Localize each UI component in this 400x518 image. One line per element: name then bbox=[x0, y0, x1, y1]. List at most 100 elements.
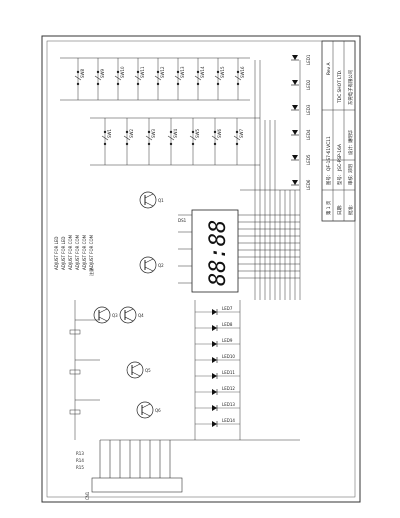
switch-label: SW16 bbox=[240, 66, 245, 78]
led-label: LED3 bbox=[306, 104, 311, 115]
led-label: LED8 bbox=[222, 322, 233, 327]
transistor-q2: Q2 bbox=[139, 256, 164, 274]
led-led7: LED7 bbox=[195, 306, 240, 315]
switch-sw14: SW14 bbox=[194, 58, 205, 100]
led-led12: LED12 bbox=[195, 386, 240, 395]
led-label: LED12 bbox=[222, 386, 235, 391]
approved-label: 批准: bbox=[347, 205, 354, 215]
drawing-no-label: 图号: bbox=[326, 175, 332, 185]
drawing-no-value: QF-1S7-61VC11 bbox=[326, 136, 332, 171]
company-en: TDC SHOT LTD. bbox=[337, 70, 343, 104]
switch-sw5: SW5 bbox=[189, 118, 200, 165]
switch-label: SW5 bbox=[195, 129, 200, 138]
led-label: LED11 bbox=[222, 370, 235, 375]
led-led8: LED8 bbox=[195, 322, 240, 331]
led-led5: LED5 bbox=[291, 154, 311, 165]
switch-label: SW3 bbox=[151, 129, 156, 138]
switch-sw16: SW16 bbox=[234, 58, 245, 100]
mid-switch-group: SW1 SW2 SW3 SW4 SW5 SW6 SW7 bbox=[101, 118, 244, 165]
date-label: 日期: bbox=[337, 205, 343, 215]
company-name: 东莞电子有限公司 bbox=[347, 70, 354, 105]
top-switch-row bbox=[60, 57, 250, 101]
led-led6: LED6 bbox=[291, 179, 311, 190]
led-label: LED13 bbox=[222, 402, 235, 407]
led-led14: LED14 bbox=[195, 418, 240, 427]
switch-label: SW7 bbox=[239, 129, 244, 138]
mid-switch-row bbox=[90, 117, 260, 166]
transistor-q1: Q1 bbox=[139, 191, 164, 209]
led-label: LED2 bbox=[306, 79, 311, 90]
led-led9: LED9 bbox=[195, 338, 240, 347]
transistor-label: Q2 bbox=[158, 263, 164, 268]
transistor-label: Q3 bbox=[112, 313, 118, 318]
note-line: ADJUST FOR LED bbox=[61, 236, 66, 270]
led-led2: LED2 bbox=[291, 79, 311, 90]
display-ref: DS1 bbox=[178, 218, 187, 223]
model-value: JSC-PSP-16A bbox=[337, 144, 343, 172]
switch-sw4: SW4 bbox=[167, 118, 178, 165]
lower-led-bus bbox=[194, 300, 241, 440]
note-tag: 注意 bbox=[88, 268, 94, 276]
led-led13: LED13 bbox=[195, 402, 240, 411]
resistor-ref: R14 bbox=[76, 458, 84, 463]
led-label: LED9 bbox=[222, 338, 233, 343]
switch-sw8: SW8 bbox=[74, 58, 85, 100]
bottom-connector bbox=[91, 439, 300, 493]
led-led3: LED3 bbox=[291, 104, 311, 115]
drawn-label: 设计: bbox=[347, 145, 354, 155]
model-label: 型号: bbox=[336, 175, 343, 185]
note-line: ADJUST FOR COM bbox=[75, 234, 80, 270]
switch-sw15: SW15 bbox=[214, 58, 225, 100]
transistor-label: Q6 bbox=[155, 408, 161, 413]
resistor-ref: R13 bbox=[76, 451, 84, 456]
switch-label: SW6 bbox=[217, 129, 222, 138]
led-label: LED1 bbox=[306, 54, 311, 65]
sheet-inner-border bbox=[46, 40, 356, 498]
led-led1: LED1 bbox=[291, 54, 311, 65]
note-line: ADJUST FOR LED bbox=[54, 236, 59, 270]
drawn-value: 谢明华 bbox=[347, 129, 354, 143]
led-led4: LED4 bbox=[291, 129, 311, 140]
note-line: ADJUST FOR COM bbox=[82, 234, 87, 270]
display-module: 88:88 DS1 bbox=[178, 209, 300, 293]
switch-sw6: SW6 bbox=[211, 118, 222, 165]
led-label: LED5 bbox=[306, 154, 311, 165]
transistor-q5: Q5 bbox=[126, 361, 151, 379]
display-digits: 88:88 bbox=[206, 220, 231, 286]
switch-sw1: SW1 bbox=[101, 118, 112, 165]
left-resistor-network bbox=[69, 300, 100, 440]
note-line: ADJUST FOR COM bbox=[68, 234, 73, 270]
checked-label: 审核: bbox=[347, 175, 354, 185]
switch-label: SW1 bbox=[107, 129, 112, 138]
led-label: LED4 bbox=[306, 129, 311, 140]
transistor-q3: Q3 bbox=[93, 306, 118, 324]
switch-label: SW9 bbox=[100, 69, 105, 78]
switch-label: SW14 bbox=[200, 66, 205, 78]
transistor-label: Q4 bbox=[138, 313, 144, 318]
switch-sw3: SW3 bbox=[145, 118, 156, 165]
switch-sw10: SW10 bbox=[114, 58, 125, 100]
note-line: ADJUST FOR COM bbox=[89, 234, 94, 270]
switch-label: SW10 bbox=[120, 66, 125, 78]
sheet-border bbox=[41, 35, 361, 503]
led-label: LED14 bbox=[222, 418, 235, 423]
switch-label: SW4 bbox=[173, 129, 178, 138]
transistor-q4: Q4 bbox=[119, 306, 144, 324]
connector-ref: CN1 bbox=[85, 491, 90, 500]
page-label: 第 1 页 bbox=[325, 200, 332, 215]
transistor-label: Q5 bbox=[145, 368, 151, 373]
switch-label: SW11 bbox=[140, 66, 145, 78]
switch-sw2: SW2 bbox=[123, 118, 134, 165]
transistor-label: Q1 bbox=[158, 198, 164, 203]
switch-label: SW15 bbox=[220, 66, 225, 78]
checked-value: 邓明 bbox=[347, 164, 354, 173]
switch-sw9: SW9 bbox=[94, 58, 105, 100]
switch-label: SW8 bbox=[80, 69, 85, 78]
switch-sw13: SW13 bbox=[174, 58, 185, 100]
version-label: Rev A bbox=[326, 62, 332, 75]
